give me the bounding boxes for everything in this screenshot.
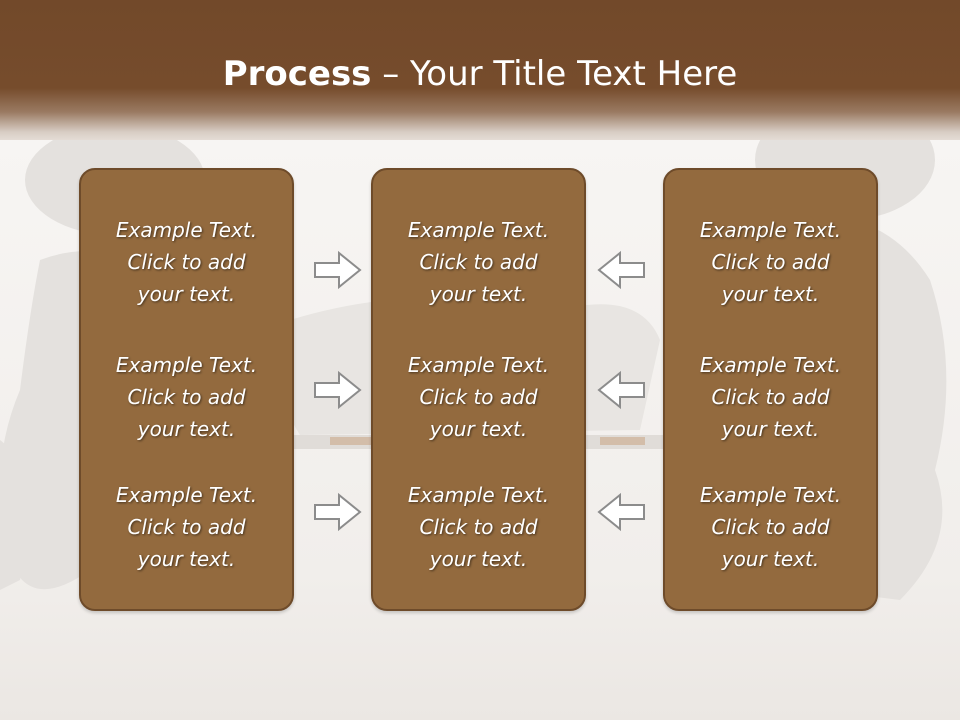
text-line: your text.	[137, 547, 236, 571]
text-line: Example Text.	[407, 218, 550, 242]
text-line: Example Text.	[115, 483, 258, 507]
card-text-left-2[interactable]: Example Text. Click to add your text.	[81, 349, 292, 445]
text-line: Click to add	[127, 250, 246, 274]
card-text-right-1[interactable]: Example Text. Click to add your text.	[665, 214, 876, 310]
card-text-center-3[interactable]: Example Text. Click to add your text.	[373, 479, 584, 575]
text-line: Example Text.	[699, 218, 842, 242]
card-text-center-1[interactable]: Example Text. Click to add your text.	[373, 214, 584, 310]
arrow-left-icon	[597, 492, 645, 532]
text-line: your text.	[721, 547, 820, 571]
card-text-left-1[interactable]: Example Text. Click to add your text.	[81, 214, 292, 310]
text-line: Example Text.	[407, 353, 550, 377]
text-line: Example Text.	[699, 353, 842, 377]
card-text-right-3[interactable]: Example Text. Click to add your text.	[665, 479, 876, 575]
text-line: Click to add	[127, 515, 246, 539]
card-text-center-2[interactable]: Example Text. Click to add your text.	[373, 349, 584, 445]
text-line: your text.	[137, 417, 236, 441]
text-line: Click to add	[419, 385, 538, 409]
slide-title-bold: Process	[222, 54, 372, 94]
process-card-right: Example Text. Click to add your text. Exam…	[663, 168, 878, 611]
text-line: Example Text.	[699, 483, 842, 507]
text-line: Click to add	[127, 385, 246, 409]
text-line: your text.	[429, 417, 528, 441]
card-text-left-3[interactable]: Example Text. Click to add your text.	[81, 479, 292, 575]
card-text-right-2[interactable]: Example Text. Click to add your text.	[665, 349, 876, 445]
slide-title[interactable]: Process – Your Title Text Here	[0, 52, 960, 96]
arrow-left-icon	[597, 250, 645, 290]
text-line: your text.	[429, 282, 528, 306]
arrow-right-icon	[314, 370, 362, 410]
text-line: Click to add	[419, 250, 538, 274]
text-line: your text.	[721, 282, 820, 306]
title-banner	[0, 0, 960, 150]
arrow-right-icon	[314, 250, 362, 290]
process-card-center: Example Text. Click to add your text. Exam…	[371, 168, 586, 611]
process-card-left: Example Text. Click to add your text. Exam…	[79, 168, 294, 611]
text-line: Example Text.	[407, 483, 550, 507]
text-line: Example Text.	[115, 353, 258, 377]
arrow-left-icon	[597, 370, 645, 410]
text-line: your text.	[429, 547, 528, 571]
text-line: your text.	[721, 417, 820, 441]
slide-title-rest: – Your Title Text Here	[371, 54, 738, 94]
text-line: Example Text.	[115, 218, 258, 242]
text-line: Click to add	[711, 515, 830, 539]
text-line: Click to add	[419, 515, 538, 539]
text-line: your text.	[137, 282, 236, 306]
arrow-right-icon	[314, 492, 362, 532]
text-line: Click to add	[711, 250, 830, 274]
text-line: Click to add	[711, 385, 830, 409]
